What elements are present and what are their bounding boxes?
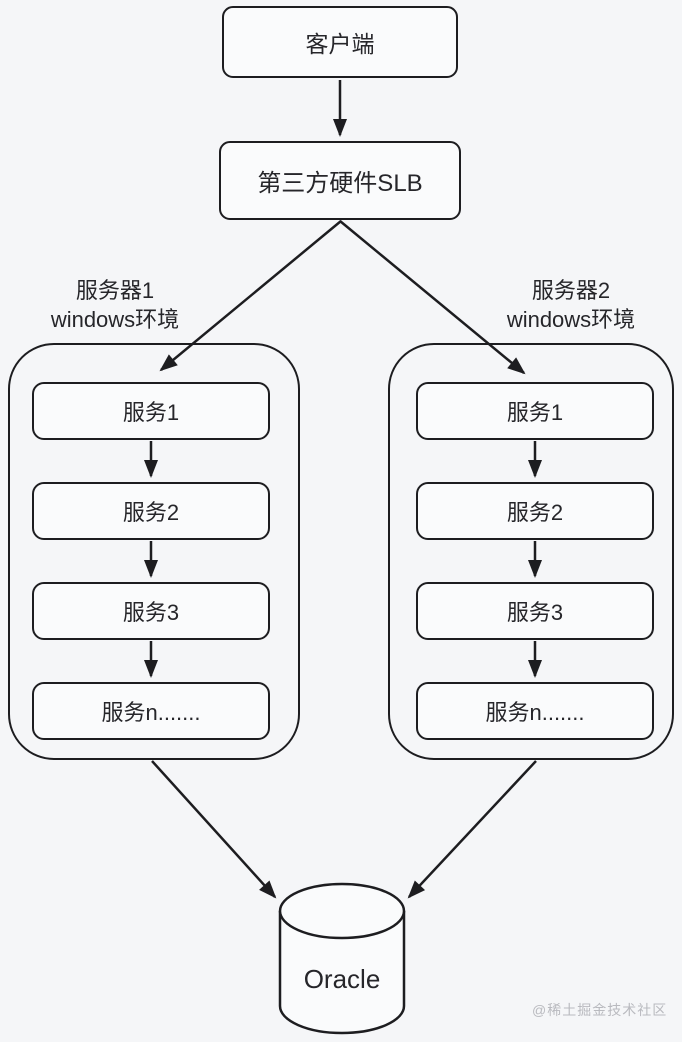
database-cylinder-icon (278, 882, 406, 1035)
database-label: Oracle (303, 964, 381, 994)
server2-service-n: 服务n....... (416, 682, 654, 740)
server1-service-1: 服务1 (32, 382, 270, 440)
server2-subtitle: windows环境 (506, 307, 636, 332)
server2-service-2: 服务2 (416, 482, 654, 540)
arrow-slb-to-server2 (339, 220, 526, 375)
server2-group-container (388, 343, 674, 760)
arrow-server1-to-db (151, 760, 277, 899)
server2-group-label: 服务器2 windows环境 (461, 276, 681, 334)
server1-title: 服务器1 (75, 278, 155, 303)
server1-service-3: 服务3 (32, 582, 270, 640)
server2-service-1: 服务1 (416, 382, 654, 440)
arrow-server2-to-db (407, 760, 537, 899)
arrow-slb-to-server1 (159, 220, 342, 372)
node-slb: 第三方硬件SLB (219, 141, 461, 220)
server2-service-3: 服务3 (416, 582, 654, 640)
server1-service-n: 服务n....... (32, 682, 270, 740)
server1-group-container (8, 343, 300, 760)
server1-subtitle: windows环境 (50, 307, 180, 332)
server1-service-2: 服务2 (32, 482, 270, 540)
server1-group-label: 服务器1 windows环境 (5, 276, 225, 334)
node-client: 客户端 (222, 6, 458, 78)
server2-title: 服务器2 (531, 278, 611, 303)
watermark: @稀土掘金技术社区 (532, 1002, 668, 1018)
